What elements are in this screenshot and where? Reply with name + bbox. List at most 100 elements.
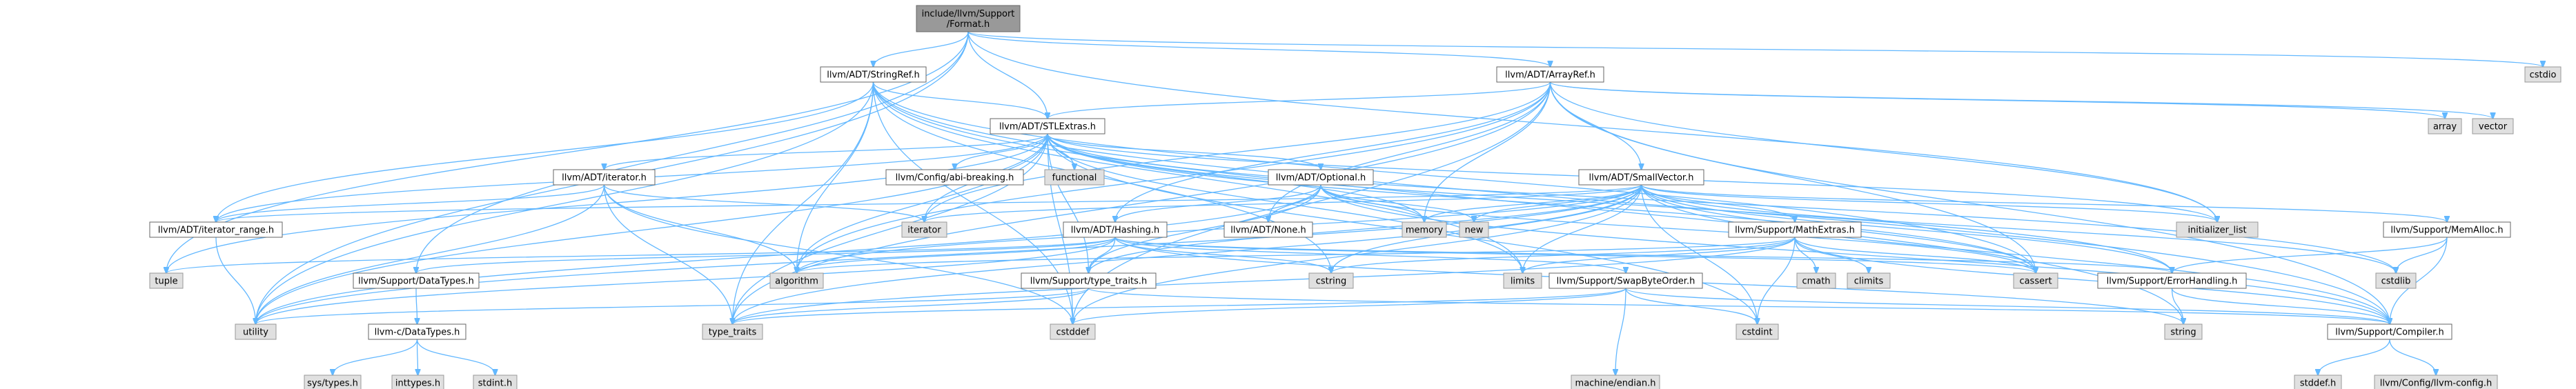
node-iterator-range-h[interactable]: llvm/ADT/iterator_range.h [149, 221, 283, 238]
edge-MathExtras_h-to-cmath [1794, 237, 1816, 273]
node-inttypes-h: inttypes.h [391, 375, 444, 389]
node-label: llvm/ADT/Hashing.h [1071, 226, 1159, 236]
node-abi-breaking-h[interactable]: llvm/Config/abi-breaking.h [885, 169, 1024, 186]
node-box [916, 5, 1021, 32]
node-label: limits [1511, 277, 1535, 287]
edge-StringRef_h-to-type_traits [733, 81, 874, 324]
node-memalloc-h[interactable]: llvm/Support/MemAlloc.h [2383, 221, 2511, 238]
edge-ArrayRef_h-to-initializer_list [1549, 81, 2218, 222]
node-box [2013, 272, 2058, 289]
node-box [2164, 323, 2203, 340]
node-none-h[interactable]: llvm/ADT/None.h [1223, 221, 1313, 238]
node-label: llvm-c/DataTypes.h [375, 328, 460, 338]
node-label: iterator [907, 226, 941, 236]
edge-MathExtras_h-to-type_traits [733, 237, 1796, 324]
node-box [1728, 221, 1862, 238]
edge-ErrorHandling_h-to-string [2171, 288, 2184, 324]
node-type-traits-h[interactable]: llvm/Support/type_traits.h [1021, 272, 1157, 289]
node-label: memory [1406, 226, 1444, 236]
node-stlextras-h[interactable]: llvm/ADT/STLExtras.h [990, 118, 1105, 134]
edge-iterator_h-to-utility [256, 184, 605, 324]
node-box [1308, 272, 1354, 289]
edge-SwapByteOrder_h-to-machine_endian_h [1615, 288, 1626, 375]
edge-SmallVector_h-to-new [1474, 184, 1642, 222]
node-iterator-h[interactable]: llvm/ADT/iterator.h [553, 169, 656, 186]
node-box [1402, 221, 1447, 238]
edge-StringRef_h-to-iterator_range_h [216, 81, 874, 222]
node-label: cstring [1316, 277, 1346, 287]
node-label: /Format.h [947, 19, 990, 30]
node-stringref-h[interactable]: llvm/ADT/StringRef.h [820, 66, 927, 83]
node-label: inttypes.h [395, 379, 440, 389]
edge-MathExtras_h-to-climits [1794, 237, 1869, 273]
edge-STLExtras_h-to-type_traits [733, 133, 1048, 324]
node-box [2097, 272, 2247, 289]
node-box [368, 323, 466, 340]
edge-type_traits_h-to-Compiler_h [1088, 288, 2390, 324]
node-mathextras-h[interactable]: llvm/Support/MathExtras.h [1728, 221, 1862, 238]
edge-SwapByteOrder_h-to-Compiler_h [1625, 288, 2390, 324]
node-iterator: iterator [901, 221, 947, 238]
node-hashing-h[interactable]: llvm/ADT/Hashing.h [1063, 221, 1168, 238]
node-box [769, 272, 824, 289]
edge-Optional_h-to-new [1320, 184, 1474, 222]
edge-SmallVector_h-to-type_traits_h [1089, 184, 1642, 273]
node-box [353, 272, 480, 289]
node-string: string [2164, 323, 2203, 340]
edge-SmallVector_h-to-ErrorHandling_h [1640, 184, 2172, 273]
edge-c_DataTypes_h-to-sys_types_h [333, 339, 418, 375]
edge-MathExtras_h-to-cassert [1794, 237, 2036, 273]
node-label: llvm/ADT/iterator_range.h [158, 226, 274, 236]
node-box [391, 375, 444, 389]
node-label: cmath [1802, 277, 1830, 287]
node-label: llvm/ADT/None.h [1230, 226, 1306, 236]
edge-Format_h-to-initializer_list [967, 31, 2217, 222]
node-box [1796, 272, 1836, 289]
edge-Optional_h-to-type_traits_h [1089, 184, 1321, 273]
node-label: llvm/Support/MathExtras.h [1735, 226, 1855, 236]
node-tuple: tuple [149, 272, 184, 289]
node-compiler-h[interactable]: llvm/Support/Compiler.h [2327, 323, 2452, 340]
node-box [149, 221, 283, 238]
edge-MemAlloc_h-to-Compiler_h [2390, 237, 2448, 324]
nodes-layer: include/llvm/Support/Format.h llvm/ADT/St… [149, 5, 2562, 389]
node-utility: utility [235, 323, 277, 340]
node-box [1459, 221, 1489, 238]
node-type-traits: type_traits [702, 323, 763, 340]
node-format-h[interactable]: include/llvm/Support/Format.h [916, 5, 1021, 32]
node-c-datatypes-h[interactable]: llvm-c/DataTypes.h [368, 323, 466, 340]
edge-Format_h-to-StringRef_h [874, 31, 969, 67]
node-box [1578, 169, 1704, 186]
node-swapbyteorder-h[interactable]: llvm/Support/SwapByteOrder.h [1548, 272, 1703, 289]
node-box [1050, 323, 1096, 340]
edge-MathExtras_h-to-cstdint [1758, 237, 1796, 324]
node-llvm-config-h: llvm/Config/llvm-config.h [2374, 375, 2498, 389]
edge-SmallVector_h-to-MemAlloc_h [1640, 184, 2448, 222]
node-limits: limits [1503, 272, 1542, 289]
edges-layer [166, 31, 2543, 375]
node-label: llvm/ADT/STLExtras.h [999, 122, 1096, 132]
node-new: new [1459, 221, 1489, 238]
node-box [2524, 66, 2562, 83]
node-box [2472, 118, 2514, 134]
node-errorhandling-h[interactable]: llvm/Support/ErrorHandling.h [2097, 272, 2247, 289]
node-label: type_traits [709, 328, 757, 338]
edge-c_DataTypes_h-to-inttypes_h [417, 339, 418, 375]
node-smallvector-h[interactable]: llvm/ADT/SmallVector.h [1578, 169, 1704, 186]
node-arrayref-h[interactable]: llvm/ADT/ArrayRef.h [1496, 66, 1604, 83]
node-label: llvm/Support/MemAlloc.h [2390, 226, 2503, 236]
node-optional-h[interactable]: llvm/ADT/Optional.h [1268, 169, 1374, 186]
edge-Optional_h-to-Hashing_h [1115, 184, 1321, 222]
node-label: llvm/Config/abi-breaking.h [896, 173, 1014, 183]
node-functional: functional [1044, 169, 1105, 186]
node-datatypes-h[interactable]: llvm/Support/DataTypes.h [353, 272, 480, 289]
edge-ArrayRef_h-to-Hashing_h [1115, 81, 1551, 222]
node-box [1021, 272, 1157, 289]
node-cstddef: cstddef [1050, 323, 1096, 340]
edge-STLExtras_h-to-memory [1047, 133, 1424, 222]
edge-Hashing_h-to-ErrorHandling_h [1114, 237, 2172, 273]
node-label: array [2433, 122, 2457, 132]
edge-SmallVector_h-to-iterator_range_h [216, 184, 1642, 222]
edge-STLExtras_h-to-cstddef [1047, 133, 1073, 324]
edge-SwapByteOrder_h-to-cstddef [1073, 288, 1626, 324]
